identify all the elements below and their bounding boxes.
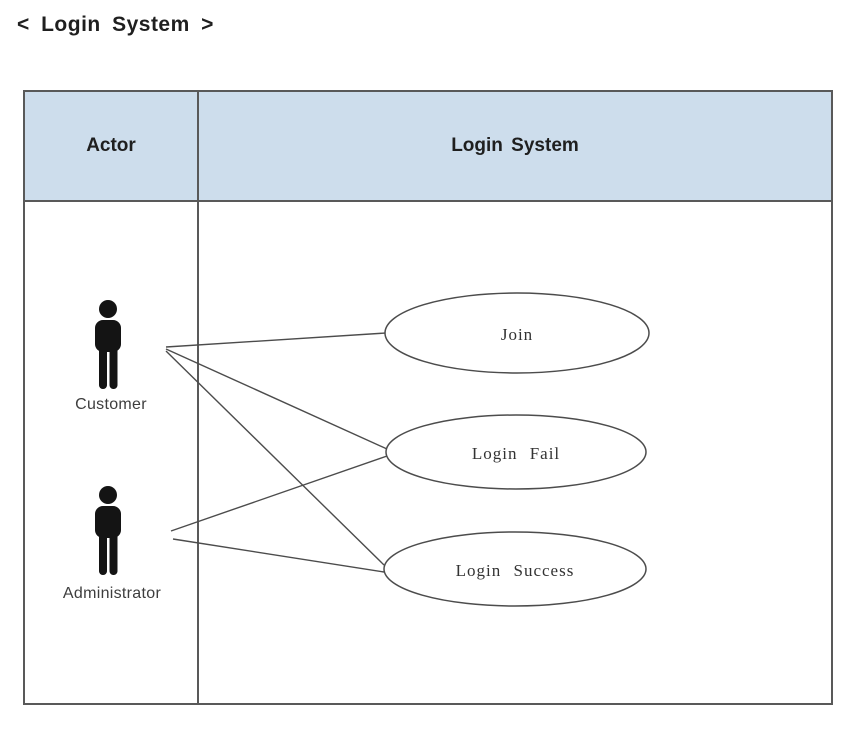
diagram-frame: Actor Login System (23, 90, 833, 705)
customer-actor-label: Customer (75, 396, 147, 413)
body-cell-actor (25, 202, 199, 703)
header-cell-actor: Actor (25, 92, 199, 200)
usecase-label-login-success: Login Success (455, 561, 575, 580)
customer-actor-icon (95, 300, 121, 389)
usecase-label-login-fail: Login Fail (471, 444, 561, 463)
diagram-title: < Login System > (17, 13, 214, 36)
usecase-label-join: Join (500, 325, 534, 344)
table-body-row (25, 202, 831, 703)
table-header-row: Actor Login System (25, 92, 831, 202)
administrator-actor-label: Administrator (62, 585, 162, 602)
actor-column-header: Actor (86, 135, 136, 156)
header-cell-system: Login System (199, 92, 831, 200)
system-column-header: Login System (451, 135, 579, 156)
administrator-actor-icon (95, 486, 121, 575)
